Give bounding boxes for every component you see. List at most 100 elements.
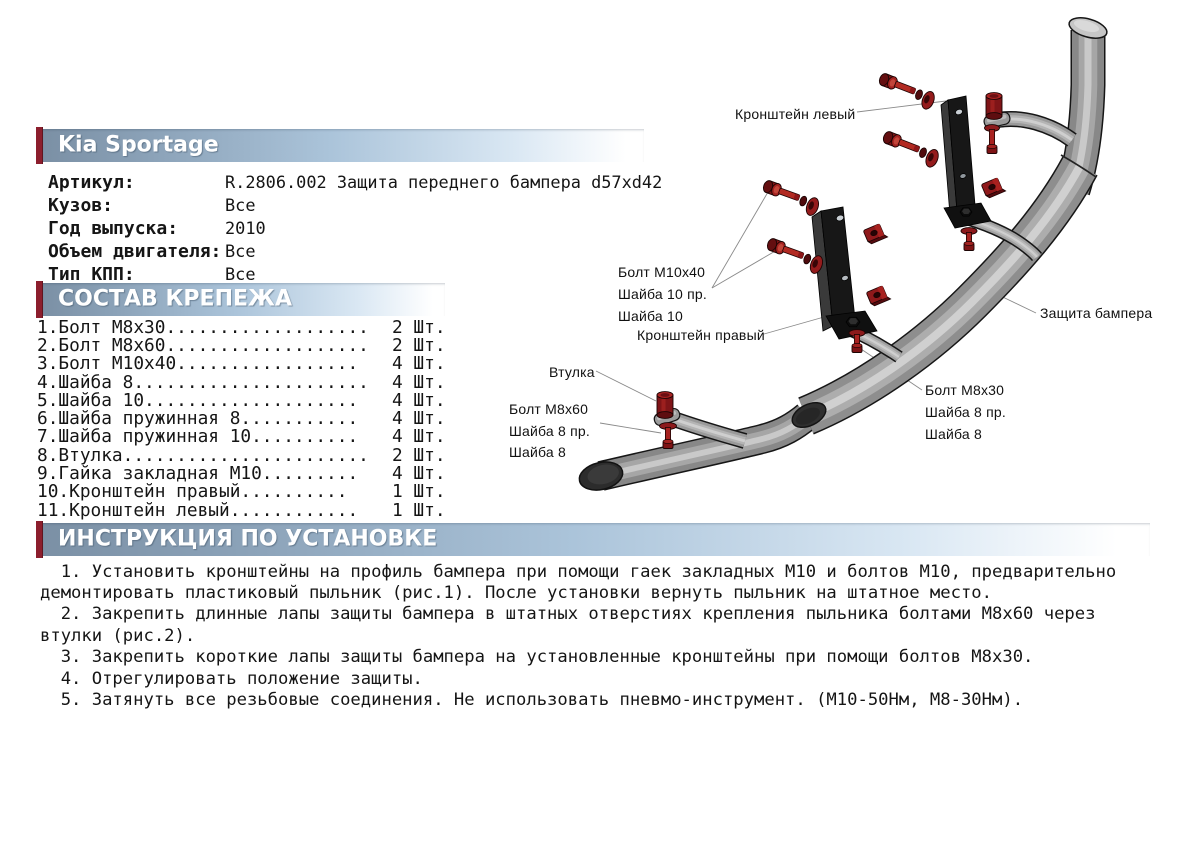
part-name: 6.Шайба пружинная 8........... (37, 408, 359, 430)
label-washer-8-left: Шайба 8 (509, 444, 566, 460)
part-name: 9.Гайка закладная М10......... (37, 463, 359, 485)
label-bolt-m8x30: Болт М8х30 (925, 382, 1004, 398)
part-qty: 1 Шт. (392, 499, 446, 521)
part-qty: 2 Шт. (392, 334, 446, 356)
part-qty: 2 Шт. (392, 444, 446, 466)
instruction-line: 3. Закрепить короткие лапы защиты бампер… (40, 647, 1034, 668)
label-bushing: Втулка (549, 364, 595, 380)
bushing-front (656, 391, 674, 419)
part-name: 10.Кронштейн правый.......... (37, 481, 348, 503)
spec-label: Объем двигателя: (48, 240, 222, 262)
part-name: 1.Болт М8х30................... (37, 316, 369, 338)
part-row: 9.Гайка закладная М10......... 4 Шт. (37, 463, 457, 485)
part-row: 8.Втулка....................... 2 Шт. (37, 444, 457, 466)
spec-value: 2010 (225, 217, 266, 238)
label-guard: Защита бампера (1040, 305, 1152, 321)
spec-value: Все (225, 194, 256, 215)
bolt-m10x40-washers-3 (762, 180, 820, 216)
spec-label: Год выпуска: (48, 217, 179, 239)
guard-tube-end-cap-top (1068, 17, 1108, 39)
header-bar: Kia Sportage (43, 129, 644, 162)
label-bolt-m10x40: Болт М10х40 (618, 264, 705, 280)
instructions-section-title: ИНСТРУКЦИЯ ПО УСТАНОВКЕ (58, 526, 438, 551)
parts-section-bar: СОСТАВ КРЕПЕЖА (43, 283, 445, 316)
guard-tube-top-run (1056, 30, 1106, 196)
label-bracket-right: Кронштейн правый (637, 327, 765, 343)
instruction-line: 2. Закрепить длинные лапы защиты бампера… (40, 604, 1096, 625)
bracket-right (811, 206, 878, 340)
part-row: 5.Шайба 10.................... 4 Шт. (37, 389, 457, 411)
spec-value: Все (225, 263, 256, 284)
bolt-m8x60-front (659, 422, 677, 449)
part-qty: 4 Шт. (392, 353, 446, 375)
spec-value: Все (225, 240, 256, 261)
bolt-m8x30-right (848, 329, 866, 353)
spec-label: Артикул: (48, 171, 135, 193)
part-row: 11.Кронштейн левый............ 1 Шт. (37, 499, 457, 521)
leader-bolt-m10x40-b (711, 249, 778, 289)
bushing-rear (985, 92, 1003, 120)
label-washer-10: Шайба 10 (618, 308, 683, 324)
leader-bolt-m10x40-a (711, 191, 769, 289)
guard-tube-front-run (597, 404, 817, 491)
part-name: 2.Болт М8х60................... (37, 334, 369, 356)
part-name: 5.Шайба 10.................... (37, 389, 359, 411)
part-row: 2.Болт М8х60................... 2 Шт. (37, 334, 457, 356)
slot-nut-m10-1 (863, 223, 889, 245)
guard-tube-sleeve-seam (1060, 154, 1097, 178)
label-washer-8-right: Шайба 8 (925, 426, 982, 442)
part-name: 8.Втулка....................... (37, 444, 369, 466)
label-bolt-m8x60: Болт М8х60 (509, 401, 588, 417)
part-qty: 2 Шт. (392, 316, 446, 338)
part-row: 7.Шайба пружинная 10.......... 4 Шт. (37, 426, 457, 448)
slot-nut-m10-2 (866, 285, 892, 307)
instruction-line: 1. Установить кронштейны на профиль бамп… (40, 561, 1117, 582)
instruction-line: 5. Затянуть все резьбовые соединения. Не… (40, 690, 1024, 711)
leader-bracket-right (763, 316, 825, 335)
label-washer-10-spring: Шайба 10 пр. (618, 286, 707, 302)
parts-accent-bar (36, 281, 43, 318)
part-name: 11.Кронштейн левый............ (37, 499, 359, 521)
part-qty: 4 Шт. (392, 408, 446, 430)
part-qty: 4 Шт. (392, 389, 446, 411)
instructions-list: 1. Установить кронштейны на профиль бамп… (40, 562, 1116, 712)
part-row: 3.Болт М10х40................. 4 Шт. (37, 353, 457, 375)
parts-list: 1.Болт М8х30................... 2 Шт. 2.… (37, 316, 457, 521)
bolt-m8x30-left (960, 227, 978, 251)
bolt-m8x60-rear (984, 124, 1000, 154)
instruction-line: втулки (рис.2). (40, 625, 196, 646)
bolt-m10x40-washers-1 (878, 73, 935, 110)
bracket-left (940, 95, 992, 229)
label-bracket-left: Кронштейн левый (735, 106, 855, 122)
guard-tube-end-cap-left (578, 461, 624, 491)
bolt-m10x40-washers-2 (882, 131, 939, 168)
part-qty: 4 Шт. (392, 463, 446, 485)
part-qty: 1 Шт. (392, 481, 446, 503)
part-name: 4.Шайба 8...................... (37, 371, 369, 393)
instruction-line: демонтировать пластиковый пыльник (рис.1… (40, 582, 992, 603)
parts-section-title: СОСТАВ КРЕПЕЖА (58, 286, 292, 311)
label-washer-8-spring-left: Шайба 8 пр. (509, 423, 590, 439)
leader-bolt-m8x60 (599, 422, 662, 434)
page-title: Kia Sportage (58, 132, 219, 157)
leader-bushing (595, 370, 657, 402)
bolt-m10x40-washers-4 (766, 238, 824, 274)
guard-arm-lower (665, 409, 748, 449)
part-row: 4.Шайба 8...................... 4 Шт. (37, 371, 457, 393)
instructions-accent-bar (36, 521, 43, 558)
part-name: 7.Шайба пружинная 10.......... (37, 426, 359, 448)
spec-label: Кузов: (48, 194, 114, 216)
slot-nut-m10-3 (981, 177, 1007, 199)
label-washer-8-spring-right: Шайба 8 пр. (925, 404, 1006, 420)
spec-label: Тип КПП: (48, 263, 135, 285)
instruction-line: 4. Отрегулировать положение защиты. (40, 668, 423, 689)
guard-tube-sleeve-end-face (791, 401, 827, 429)
part-qty: 4 Шт. (392, 426, 446, 448)
part-row: 10.Кронштейн правый.......... 1 Шт. (37, 481, 457, 503)
part-name: 3.Болт М10х40................. (37, 353, 359, 375)
part-row: 6.Шайба пружинная 8........... 4 Шт. (37, 408, 457, 430)
part-row: 1.Болт М8х30................... 2 Шт. (37, 316, 457, 338)
spec-value: R.2806.002 Защита переднего бампера d57x… (225, 171, 663, 192)
